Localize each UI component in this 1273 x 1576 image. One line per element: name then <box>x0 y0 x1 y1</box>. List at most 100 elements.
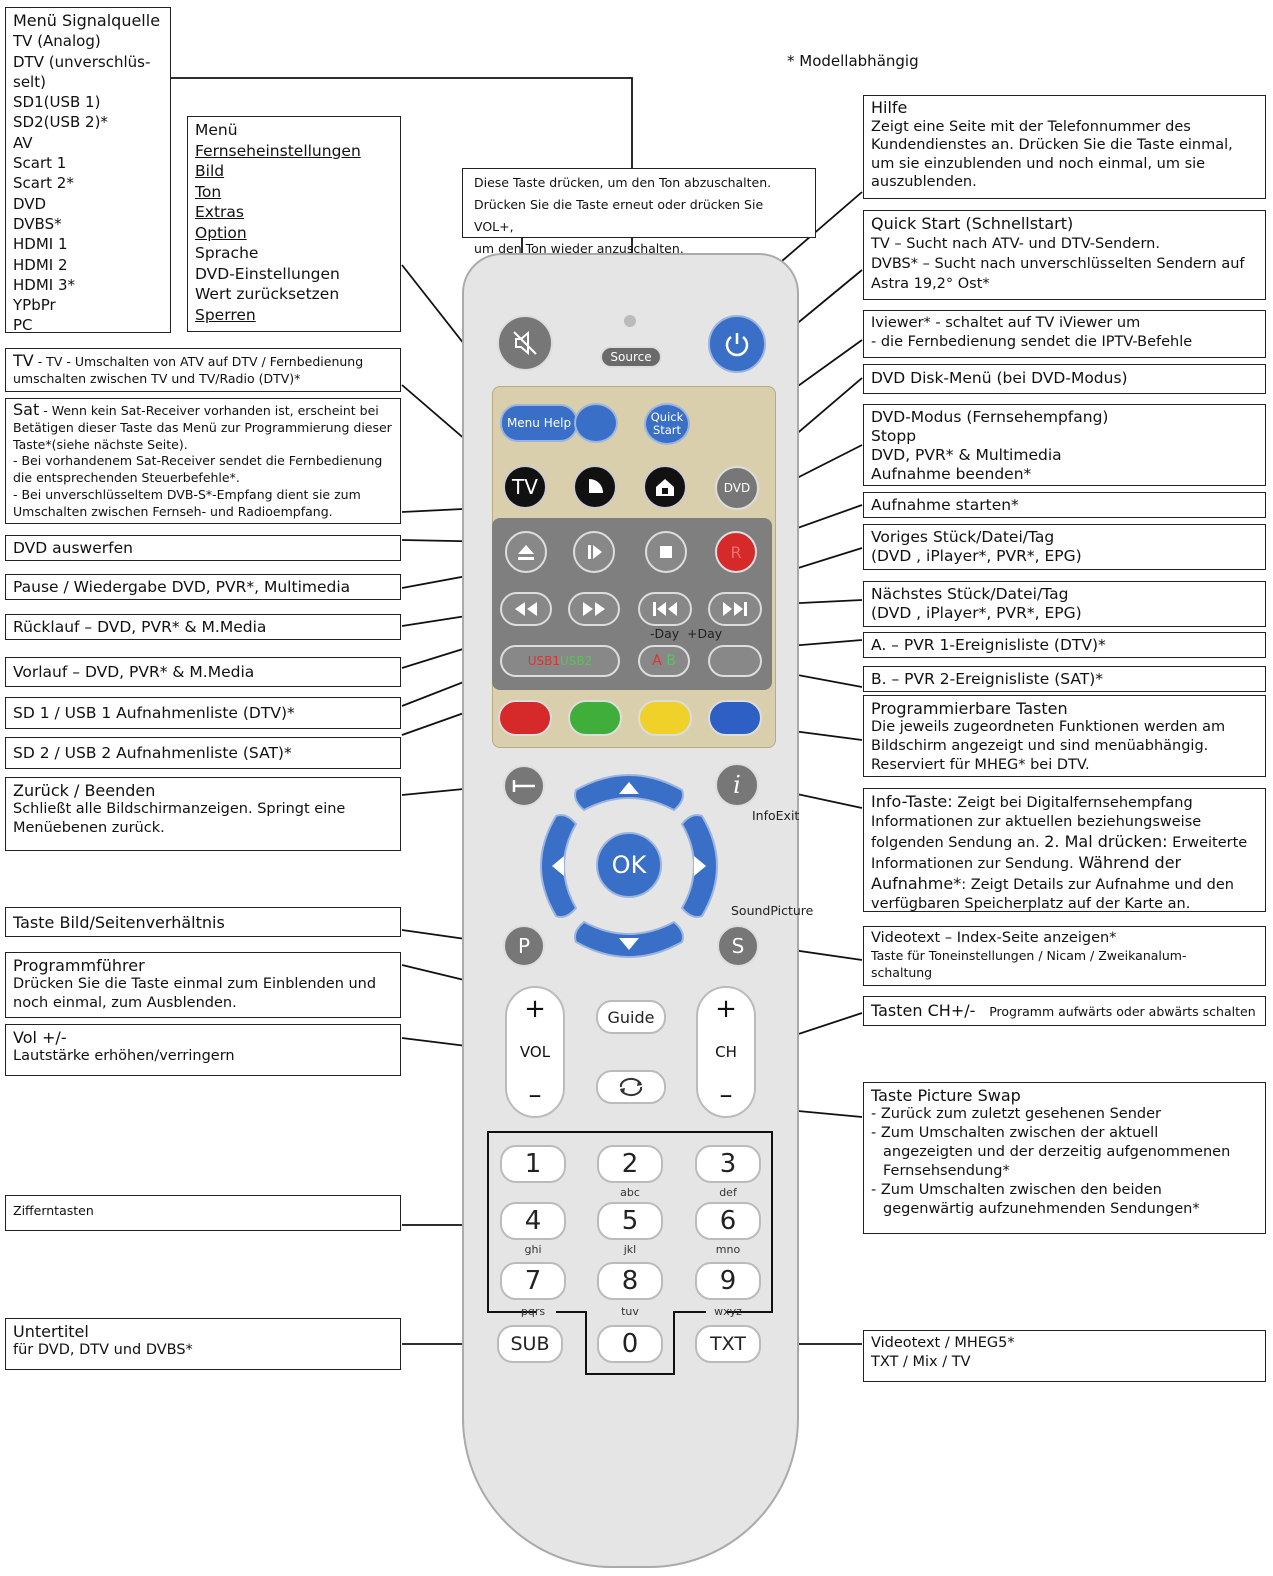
back-arrow-icon <box>512 780 535 792</box>
usb2-label: USB2 <box>560 654 593 668</box>
record-button[interactable]: R <box>715 531 757 573</box>
vol-text: Lautstärke erhöhen/verringern <box>13 1048 235 1064</box>
guide-button[interactable]: Guide <box>596 1000 666 1034</box>
rewind-icon <box>515 602 537 616</box>
info-button[interactable]: i <box>715 763 759 807</box>
help-box: Hilfe Zeigt eine Seite mit der Telefonnu… <box>863 95 1266 199</box>
menu-item: Sprache <box>195 244 259 262</box>
green-button[interactable] <box>568 700 622 736</box>
rewind-button[interactable] <box>500 592 552 626</box>
tv-text: - TV - Umschalten von ATV auf DTV / Fern… <box>37 354 364 369</box>
mute-button[interactable] <box>497 315 553 371</box>
key-6-sublabel: mno <box>715 1243 741 1256</box>
tv-button[interactable]: TV <box>503 465 547 509</box>
ch-label: CH <box>715 1043 737 1061</box>
help-text: auszublenden. <box>871 174 977 190</box>
sat-button[interactable] <box>573 465 617 509</box>
sat-box: Sat - Wenn kein Sat-Receiver vorhanden i… <box>5 398 401 524</box>
pvr-b-button[interactable] <box>708 645 762 677</box>
swap-title: Taste Picture Swap <box>871 1086 1021 1105</box>
info-label: 2. Mal drücken: <box>1044 832 1168 851</box>
menu-help-button[interactable]: Menu Help <box>500 404 578 442</box>
teletext-button[interactable]: TXT <box>695 1325 761 1363</box>
source-button[interactable]: Source <box>600 346 662 368</box>
mute-text: Diese Taste drücken, um den Ton abzuscha… <box>474 175 772 190</box>
guide-text: Drücken Sie die Taste einmal zum Einblen… <box>13 976 377 992</box>
videotext-box: Videotext – Index-Seite anzeigen* Taste … <box>863 926 1266 986</box>
fast-forward-button[interactable] <box>568 592 620 626</box>
info-text: Erweiterte <box>1167 835 1248 851</box>
signal-item: AV <box>13 133 33 152</box>
yellow-button[interactable] <box>638 700 692 736</box>
swap-button[interactable] <box>596 1070 666 1104</box>
quick-start-button[interactable]: Quick Start <box>644 403 690 445</box>
back-button[interactable] <box>503 765 545 807</box>
next-button[interactable] <box>708 592 762 626</box>
previous-button[interactable] <box>638 592 692 626</box>
videotext-text: schaltung <box>871 965 933 980</box>
subtitle-box: Untertitel für DVD, DTV und DVBS* <box>5 1318 401 1370</box>
key-3[interactable]: 3 <box>695 1145 761 1183</box>
infoexit-label: InfoExit <box>752 808 800 823</box>
ok-button[interactable]: OK <box>596 832 662 898</box>
pvr-a-button[interactable]: A B <box>638 645 690 677</box>
back-text: Schließt alle Bildschirmanzeigen. Spring… <box>13 801 346 817</box>
satellite-icon <box>589 479 603 493</box>
menu-item: Sperren <box>195 305 256 324</box>
key-5-sublabel: jkl <box>623 1243 637 1256</box>
iviewer-button[interactable] <box>643 465 687 509</box>
picture-button[interactable]: P <box>503 925 545 967</box>
power-icon <box>725 333 749 357</box>
key-6[interactable]: 6 <box>695 1202 761 1240</box>
channel-text: Programm aufwärts oder abwärts schalten <box>989 1004 1256 1019</box>
dvd-menu-button[interactable]: DVD <box>715 466 759 510</box>
eject-button[interactable] <box>505 531 547 573</box>
key-2[interactable]: 2 <box>597 1145 663 1183</box>
sd2-box: SD 2 / USB 2 Aufnahmenliste (SAT)* <box>5 737 401 769</box>
tv-title: TV <box>13 351 34 370</box>
key-7[interactable]: 7 <box>500 1262 566 1300</box>
dvd-mode-text: DVD, PVR* & Multimedia <box>871 446 1062 464</box>
key-9[interactable]: 9 <box>695 1262 761 1300</box>
channel-title: Tasten CH+/- <box>871 1001 976 1020</box>
help-text: Kundendienstes an. Drücken Sie die Taste… <box>871 137 1233 153</box>
key-4[interactable]: 4 <box>500 1202 566 1240</box>
navigation-pad <box>540 774 718 958</box>
rewind-box: Rücklauf – DVD, PVR* & M.Media <box>5 614 401 640</box>
play-pause-button[interactable] <box>573 531 615 573</box>
down-arrow-icon <box>619 938 639 950</box>
info-text: Zeigt bei Digitalfernsehempfang <box>952 795 1193 811</box>
sound-button[interactable]: S <box>717 925 759 967</box>
info-text: Informationen zur aktuellen beziehungswe… <box>871 814 1202 830</box>
guide-text: noch einmal, zum Ausblenden. <box>13 995 237 1011</box>
blue-button[interactable] <box>708 700 762 736</box>
a-box: A. – PVR 1-Ereignisliste (DTV)* <box>863 632 1266 658</box>
info-text: folgenden Sendung an. <box>871 835 1045 851</box>
sat-text: - Wenn kein Sat-Receiver vorhanden ist, … <box>43 403 379 418</box>
signal-item: selt) <box>13 72 46 91</box>
help-button[interactable] <box>574 403 618 443</box>
red-button[interactable] <box>498 700 552 736</box>
quickstart-text: TV – Sucht nach ATV- und DTV-Sendern. <box>871 236 1160 252</box>
key-3-sublabel: def <box>719 1186 737 1199</box>
programmable-text: Bildschirm angezeigt und sind menüabhäng… <box>871 738 1209 754</box>
key-0[interactable]: 0 <box>597 1325 663 1363</box>
key-8[interactable]: 8 <box>597 1262 663 1300</box>
subtitle-button[interactable]: SUB <box>497 1325 563 1363</box>
channel-rocker[interactable]: + CH – <box>696 986 756 1118</box>
volume-rocker[interactable]: + VOL – <box>505 986 565 1118</box>
info-text: Informationen zur Sendung. <box>871 856 1079 872</box>
stop-button[interactable] <box>645 531 687 573</box>
info-text: verfügbaren Speicherplatz auf der Karte … <box>871 896 1191 912</box>
key-5[interactable]: 5 <box>597 1202 663 1240</box>
signal-item: HDMI 3* <box>13 275 76 294</box>
sat-text: - Bei unverschlüsseltem DVB-S*-Empfang d… <box>13 486 361 502</box>
key-1[interactable]: 1 <box>500 1145 566 1183</box>
back-title: Zurück / Beenden <box>13 781 156 800</box>
b-label: B <box>666 653 676 669</box>
next-text: (DVD , iPlayer*, PVR*, EPG) <box>871 604 1082 622</box>
power-button[interactable] <box>708 315 766 373</box>
vol-box: Vol +/- Lautstärke erhöhen/verringern <box>5 1024 401 1076</box>
signal-item: PC <box>13 316 33 335</box>
